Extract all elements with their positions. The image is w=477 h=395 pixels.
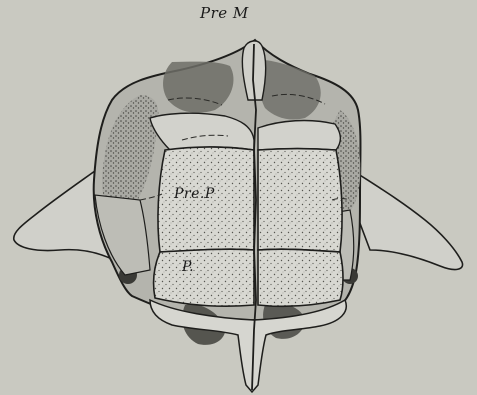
- right-frontal-plate: [258, 121, 340, 150]
- label-prefrontal: Pre.P: [174, 186, 215, 202]
- right-parietal-plate: [258, 249, 343, 306]
- label-premaxilla: Pre M: [200, 4, 249, 22]
- right-nasal-shadow: [260, 60, 321, 120]
- left-parietal-plate: [154, 249, 254, 306]
- label-parietal: P.: [182, 259, 194, 275]
- right-lateral-process: [352, 170, 463, 269]
- left-postorbital-bone: [95, 195, 150, 275]
- right-prefrontal-plate: [258, 149, 342, 253]
